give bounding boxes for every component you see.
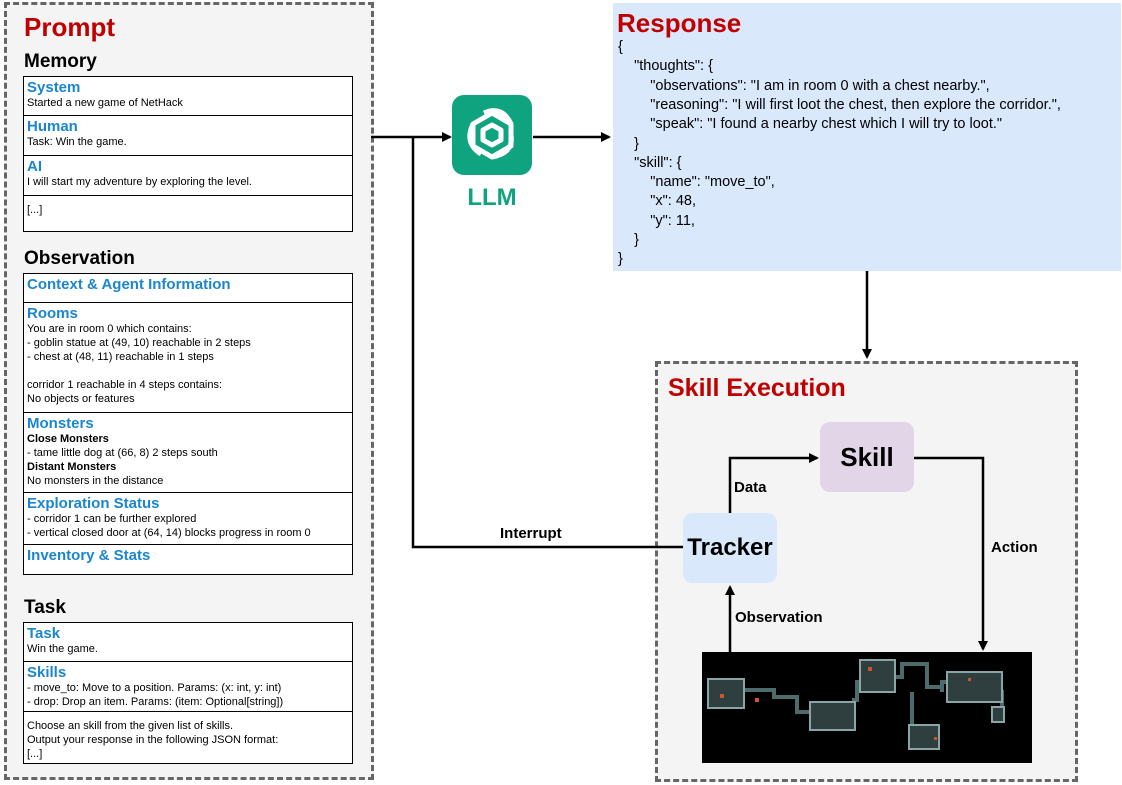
task-row-line: - drop: Drop an item. Params: (item: Opt… bbox=[27, 696, 284, 708]
response-json-line: "reasoning": "I will first loot the ches… bbox=[618, 96, 1061, 113]
data-label: Data bbox=[734, 479, 767, 496]
task-row-line: Output your response in the following JS… bbox=[27, 734, 279, 746]
response-json-line: "skill": { bbox=[618, 154, 682, 171]
llm-label: LLM bbox=[467, 184, 517, 211]
observation-row-header: Exploration Status bbox=[27, 495, 160, 512]
response-json-line: "observations": "I am in room 0 with a c… bbox=[618, 77, 990, 94]
observation-row-line: - tame little dog at (66, 8) 2 steps sou… bbox=[27, 447, 218, 459]
response-title: Response bbox=[617, 8, 742, 38]
observation-row: Context & Agent Information bbox=[23, 273, 353, 303]
memory-row-line: Started a new game of NetHack bbox=[27, 97, 183, 109]
observation-label: Observation bbox=[735, 609, 823, 626]
response-json-line: "name": "move_to", bbox=[618, 174, 775, 191]
memory-row-line: Task: Win the game. bbox=[27, 136, 127, 148]
skill-execution-title: Skill Execution bbox=[668, 374, 846, 402]
task-row: Skills- move_to: Move to a position. Par… bbox=[23, 662, 353, 712]
task-row-line: Choose an skill from the given list of s… bbox=[27, 720, 234, 732]
observation-row-line: No monsters in the distance bbox=[27, 475, 164, 487]
observation-row-line: You are in room 0 which contains: bbox=[27, 323, 192, 335]
memory-row-header: Human bbox=[27, 118, 78, 135]
observation-row-line: - goblin statue at (49, 10) reachable in… bbox=[27, 337, 251, 349]
response-json-line: } bbox=[618, 232, 639, 248]
observation-row-line: Close Monsters bbox=[27, 433, 109, 445]
memory-row: [...] bbox=[23, 196, 353, 232]
response-json-line: } bbox=[618, 251, 623, 268]
interrupt-label: Interrupt bbox=[500, 525, 562, 542]
response-panel bbox=[613, 3, 1121, 271]
observation-row-header: Monsters bbox=[27, 415, 94, 432]
action-label: Action bbox=[991, 539, 1038, 556]
observation-row-line: - vertical closed door at (64, 14) block… bbox=[27, 527, 311, 539]
memory-title: Memory bbox=[24, 51, 97, 72]
task-row-line: [...] bbox=[27, 748, 43, 760]
skill-node: Skill bbox=[820, 422, 914, 492]
observation-row-line: corridor 1 reachable in 4 steps contains… bbox=[27, 379, 223, 391]
tracker-node: Tracker bbox=[683, 513, 777, 583]
task-section-title: Task bbox=[24, 597, 66, 618]
memory-row-header: AI bbox=[27, 158, 42, 175]
observation-title: Observation bbox=[24, 248, 135, 269]
task-row-line: - move_to: Move to a position. Params: (… bbox=[27, 682, 282, 694]
llm-node bbox=[452, 95, 532, 175]
response-json-line: "y": 11, bbox=[618, 212, 695, 229]
observation-row-line: Distant Monsters bbox=[27, 461, 117, 473]
openai-logo-icon bbox=[467, 108, 514, 160]
task-row: Choose an skill from the given list of s… bbox=[23, 712, 353, 764]
response-json-line: "x": 48, bbox=[618, 193, 696, 210]
task-row-header: Skills bbox=[27, 664, 67, 681]
nethack-map-image bbox=[702, 652, 1032, 763]
observation-row-header: Rooms bbox=[27, 305, 78, 322]
task-row-line: Win the game. bbox=[27, 643, 98, 655]
response-json-line: { bbox=[618, 39, 623, 55]
response-json-line: } bbox=[618, 135, 639, 152]
observation-row-line: No objects or features bbox=[27, 393, 135, 405]
observation-row-header: Context & Agent Information bbox=[27, 276, 231, 293]
memory-row-header: System bbox=[27, 79, 81, 96]
observation-row-line: - corridor 1 can be further explored bbox=[27, 513, 197, 525]
observation-row-header: Inventory & Stats bbox=[27, 547, 151, 564]
response-json-line: "thoughts": { bbox=[618, 58, 713, 75]
task-row-header: Task bbox=[27, 625, 61, 642]
observation-row-line: - chest at (48, 11) reachable in 1 steps bbox=[27, 351, 214, 363]
memory-row-line: I will start my adventure by exploring t… bbox=[27, 176, 252, 188]
memory-row-line: [...] bbox=[27, 204, 43, 216]
prompt-title: Prompt bbox=[24, 12, 115, 42]
response-json-line: "speak": "I found a nearby chest which I… bbox=[618, 116, 1003, 133]
observation-row: Inventory & Stats bbox=[23, 545, 353, 575]
observation-row: Exploration Status- corridor 1 can be fu… bbox=[23, 493, 353, 545]
